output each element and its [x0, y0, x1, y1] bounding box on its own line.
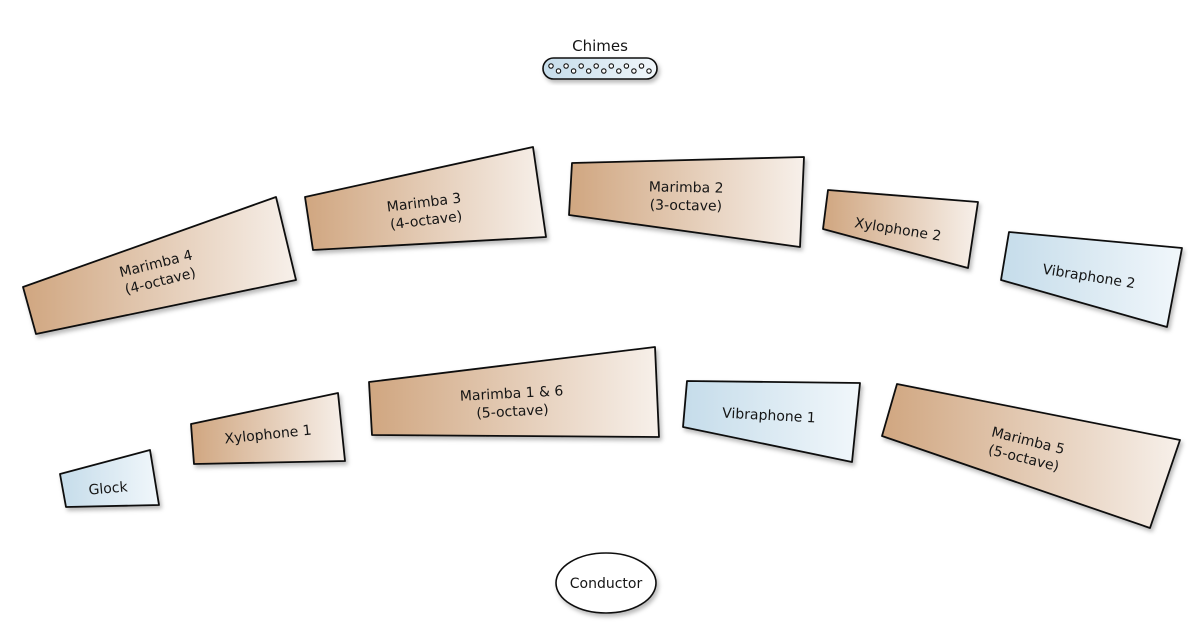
instrument-vibraphone-2: Vibraphone 2: [1000, 231, 1183, 328]
instrument-marimba-4: Marimba 4 (4-octave): [22, 196, 297, 335]
marimba-1-6-label: Marimba 1 & 6: [459, 383, 563, 404]
glock-label: Glock: [88, 479, 129, 498]
instrument-vibraphone-1: Vibraphone 1: [682, 380, 861, 463]
marimba-2-sublabel: (3-octave): [650, 197, 723, 214]
instrument-xylophone-2: Xylophone 2: [822, 189, 979, 269]
chime-tube: [555, 68, 562, 74]
instrument-xylophone-1: Xylophone 1: [190, 392, 346, 465]
marimba-2-shape: [568, 156, 805, 248]
conductor: Conductor: [555, 552, 657, 614]
instrument-glock: Glock: [59, 449, 160, 508]
chime-tube: [585, 68, 592, 74]
marimba-3-shape: [304, 146, 547, 251]
chime-tube: [631, 68, 637, 74]
chime-tube: [578, 63, 584, 69]
chime-tube: [608, 63, 615, 69]
front-row: Glock Xylophone 1 Marimba 1 & 6 (5-octav…: [59, 346, 1181, 529]
glock-shape: [59, 449, 160, 508]
instrument-marimba-1-6: Marimba 1 & 6 (5-octave): [368, 346, 660, 438]
marimba-1-6-sublabel: (5-octave): [476, 402, 549, 422]
vibraphone-1-label: Vibraphone 1: [722, 406, 816, 427]
chime-tube: [593, 63, 599, 69]
conductor-shape: [555, 552, 657, 614]
marimba-1-6-shape: [368, 346, 660, 438]
back-row: Marimba 4 (4-octave) Marimba 3 (4-octave…: [22, 146, 1183, 335]
chimes: Chimes: [542, 37, 658, 80]
vibraphone-2-shape: [1000, 231, 1183, 328]
chimes-rack: [542, 57, 658, 80]
chime-tube: [570, 68, 577, 74]
marimba-2-label: Marimba 2: [649, 179, 724, 196]
chime-tube: [623, 63, 630, 69]
instrument-marimba-2: Marimba 2 (3-octave): [568, 156, 805, 248]
chime-tube: [638, 63, 645, 69]
chime-tube: [563, 63, 569, 69]
marimba-4-shape: [22, 196, 297, 335]
xylophone-2-shape: [822, 189, 979, 269]
chimes-label: Chimes: [572, 37, 628, 55]
chime-tubes: [548, 63, 652, 74]
chime-tube: [616, 68, 622, 74]
instrument-marimba-5: Marimba 5 (5-octave): [881, 383, 1181, 529]
vibraphone-1-shape: [682, 380, 861, 463]
xylophone-1-shape: [190, 392, 346, 465]
instrument-marimba-3: Marimba 3 (4-octave): [304, 146, 547, 251]
chime-tube: [601, 68, 607, 74]
conductor-label: Conductor: [570, 576, 643, 592]
chime-tube: [548, 63, 554, 69]
chime-tube: [646, 68, 652, 74]
marimba-5-shape: [881, 383, 1181, 529]
